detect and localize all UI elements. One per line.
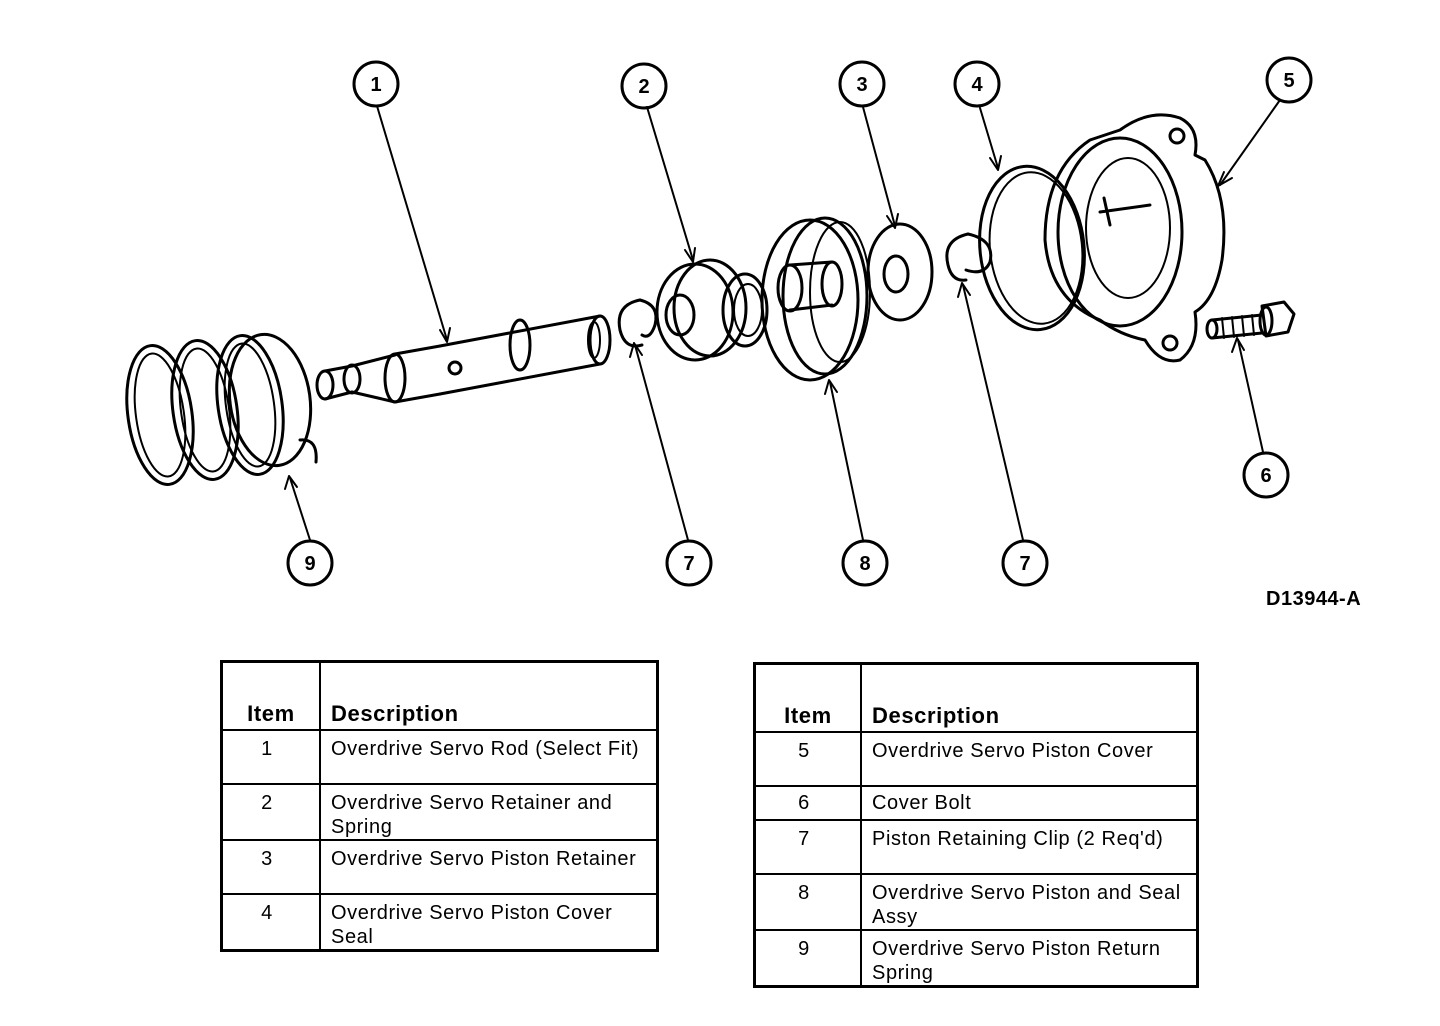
table-row: 9 Overdrive Servo Piston Return Spring — [753, 929, 1199, 988]
svg-text:1: 1 — [370, 74, 381, 96]
item-description: Overdrive Servo Piston Return Spring — [860, 929, 1199, 988]
return-spring-part — [125, 332, 318, 486]
svg-text:4: 4 — [971, 74, 983, 96]
table-row: 7 Piston Retaining Clip (2 Req'd) — [753, 819, 1199, 875]
item-number: 3 — [220, 839, 321, 895]
callout-8: 8 — [841, 539, 889, 587]
svg-text:9: 9 — [304, 553, 315, 575]
retainer-spring-part — [655, 258, 769, 362]
item-number: 7 — [753, 819, 862, 875]
callout-4: 4 — [953, 60, 1001, 108]
table-row: 6 Cover Bolt — [753, 785, 1199, 821]
item-number: 4 — [220, 893, 321, 952]
svg-text:7: 7 — [683, 553, 694, 575]
figure-id-label: D13944-A — [1266, 588, 1362, 610]
table-row: 5 Overdrive Servo Piston Cover — [753, 731, 1199, 787]
leader-lines — [284, 99, 1281, 541]
callout-7-left: 7 — [665, 539, 713, 587]
item-number: 8 — [753, 873, 862, 931]
callout-5: 5 — [1265, 56, 1313, 104]
retaining-clip-part-left — [617, 298, 658, 348]
cover-seal-part — [978, 164, 1086, 332]
item-number: 6 — [753, 785, 862, 821]
callout-7-right: 7 — [1001, 539, 1049, 587]
callout-9: 9 — [286, 539, 334, 587]
svg-text:3: 3 — [856, 74, 867, 96]
table-row: 4 Overdrive Servo Piston Cover Seal — [220, 893, 659, 952]
item-description: Cover Bolt — [860, 785, 1199, 821]
table-row: 8 Overdrive Servo Piston and Seal Assy — [753, 873, 1199, 931]
svg-text:7: 7 — [1019, 553, 1030, 575]
exploded-parts-diagram: 1 2 3 4 5 6 7 7 8 9 — [125, 56, 1313, 587]
item-number: 1 — [220, 729, 321, 785]
piston-seal-part — [760, 216, 871, 382]
callout-1: 1 — [352, 60, 400, 108]
item-description: Overdrive Servo Piston Retainer — [319, 839, 659, 895]
svg-text:8: 8 — [859, 553, 870, 575]
column-header-description: Description — [860, 662, 1199, 733]
piston-retainer-part — [866, 222, 934, 322]
servo-rod-part — [315, 314, 612, 404]
callout-6: 6 — [1242, 451, 1290, 499]
table-row: 3 Overdrive Servo Piston Retainer — [220, 839, 659, 895]
column-header-item: Item — [753, 662, 862, 733]
callout-3: 3 — [838, 60, 886, 108]
table-row: 1 Overdrive Servo Rod (Select Fit) — [220, 729, 659, 785]
callout-2: 2 — [620, 62, 668, 110]
cover-bolt-part — [1205, 300, 1296, 340]
item-number: 2 — [220, 783, 321, 841]
item-description: Overdrive Servo Piston and Seal Assy — [860, 873, 1199, 931]
legend-table-right: Item Description 5 Overdrive Servo Pisto… — [753, 662, 1199, 988]
piston-cover-part — [1043, 113, 1226, 363]
table-header-row: Item Description — [220, 660, 659, 731]
column-header-item: Item — [220, 660, 321, 731]
item-description: Overdrive Servo Piston Cover Seal — [319, 893, 659, 952]
column-header-description: Description — [319, 660, 659, 731]
item-description: Overdrive Servo Rod (Select Fit) — [319, 729, 659, 785]
table-row: 2 Overdrive Servo Retainer and Spring — [220, 783, 659, 841]
item-number: 9 — [753, 929, 862, 988]
legend-table-left: Item Description 1 Overdrive Servo Rod (… — [220, 660, 659, 952]
item-description: Overdrive Servo Piston Cover — [860, 731, 1199, 787]
svg-text:5: 5 — [1283, 70, 1294, 92]
svg-text:2: 2 — [638, 76, 649, 98]
item-description: Overdrive Servo Retainer and Spring — [319, 783, 659, 841]
item-description: Piston Retaining Clip (2 Req'd) — [860, 819, 1199, 875]
item-number: 5 — [753, 731, 862, 787]
svg-text:6: 6 — [1260, 465, 1271, 487]
table-header-row: Item Description — [753, 662, 1199, 733]
